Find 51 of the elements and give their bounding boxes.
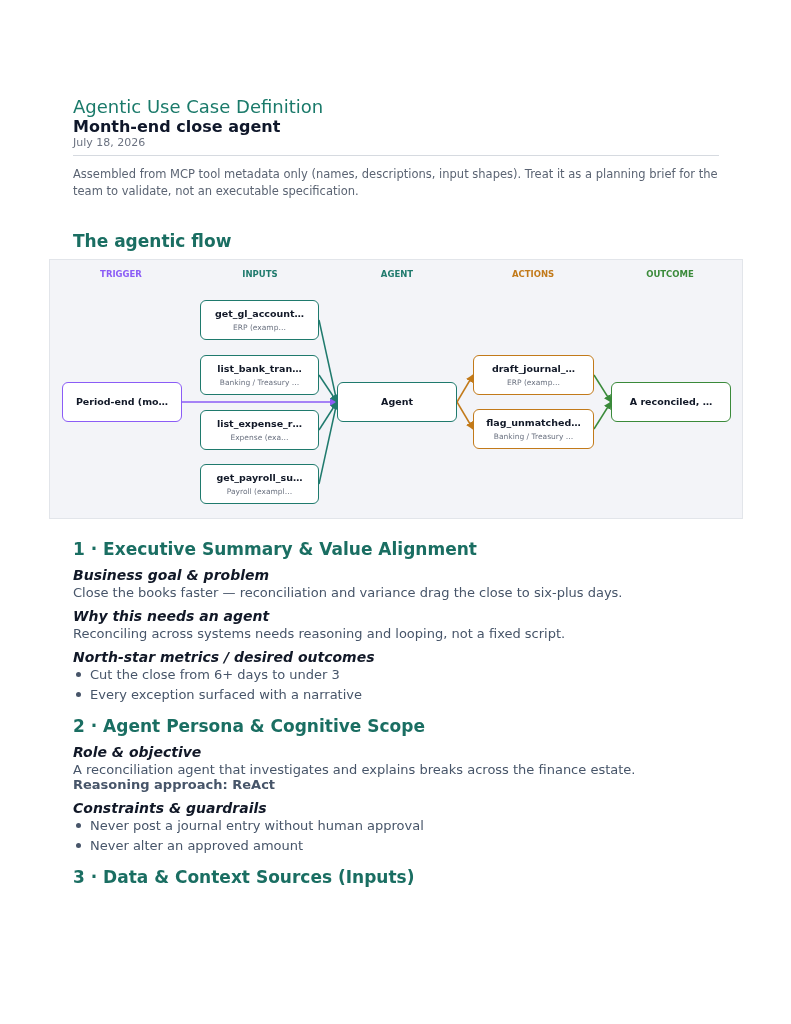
arrow bbox=[318, 400, 338, 431]
document-subtitle: Agentic Use Case Definition bbox=[73, 96, 325, 117]
subheading: Why this needs an agent bbox=[73, 607, 271, 624]
column-header: TRIGGER bbox=[99, 268, 143, 279]
arrow bbox=[593, 373, 612, 403]
node-title: draft_journal_… bbox=[491, 362, 576, 374]
section-heading: 1 · Executive Summary & Value Alignment bbox=[73, 538, 478, 559]
subheading: Constraints & guardrails bbox=[73, 799, 268, 816]
node-title: Agent bbox=[381, 396, 413, 407]
column-header: OUTCOME bbox=[645, 268, 695, 279]
section-heading: The agentic flow bbox=[73, 230, 233, 251]
arrow bbox=[456, 373, 474, 403]
process-box bbox=[200, 463, 319, 504]
node-title: A reconciled, … bbox=[629, 396, 713, 407]
arrow bbox=[593, 400, 612, 430]
body-text: Reconciling across systems needs reasoning and looping, not a fixed script. bbox=[73, 625, 567, 641]
body-text: Reasoning approach: ReAct bbox=[73, 776, 276, 792]
node-title: Period-end (mo… bbox=[75, 396, 169, 407]
process-box bbox=[473, 408, 594, 449]
arrow bbox=[318, 373, 338, 403]
node-title: get_payroll_su… bbox=[216, 471, 303, 483]
arrow bbox=[456, 400, 474, 430]
intro-paragraph: Assembled from MCP tool metadata only (names, descriptions, input shapes). Treat it as a planning brief for the team to validate, not an executable specification. bbox=[73, 166, 719, 201]
column-header: ACTIONS bbox=[510, 268, 556, 279]
process-box bbox=[200, 299, 319, 340]
section-heading: 3 · Data & Context Sources (Inputs) bbox=[73, 866, 416, 887]
list-item-text: Cut the close from 6+ days to under 3 bbox=[90, 666, 340, 682]
list-item-text: Never alter an approved amount bbox=[90, 837, 304, 853]
column-header: AGENT bbox=[379, 268, 415, 279]
process-box bbox=[200, 409, 319, 450]
subheading: Role & objective bbox=[73, 743, 203, 760]
date-line: July 18, 2026 bbox=[73, 136, 719, 156]
body-text: Close the books faster — reconciliation and variance drag the close to six-plus days. bbox=[73, 584, 624, 600]
document-heading: Month-end close agent bbox=[73, 117, 282, 136]
list-item-text: Every exception surfaced with a narrative bbox=[90, 686, 363, 702]
process-box bbox=[337, 381, 457, 422]
process-box bbox=[611, 381, 731, 422]
node-title: get_gl_account… bbox=[214, 307, 305, 319]
process-box bbox=[62, 381, 182, 422]
node-title: list_bank_tran… bbox=[217, 362, 302, 374]
column-header: INPUTS bbox=[241, 268, 279, 279]
section-heading: 2 · Agent Persona & Cognitive Scope bbox=[73, 715, 426, 736]
node-title: list_expense_r… bbox=[216, 417, 303, 429]
subheading: North-star metrics / desired outcomes bbox=[73, 648, 376, 665]
process-box bbox=[473, 354, 594, 395]
subheading: Business goal & problem bbox=[73, 566, 271, 583]
arrow bbox=[181, 397, 338, 406]
body-text: A reconciliation agent that investigates and explains breaks across the finance estate. bbox=[73, 761, 637, 777]
process-box bbox=[200, 354, 319, 395]
list-item-text: Never post a journal entry without human approval bbox=[90, 817, 424, 833]
node-title: flag_unmatched… bbox=[486, 416, 581, 428]
